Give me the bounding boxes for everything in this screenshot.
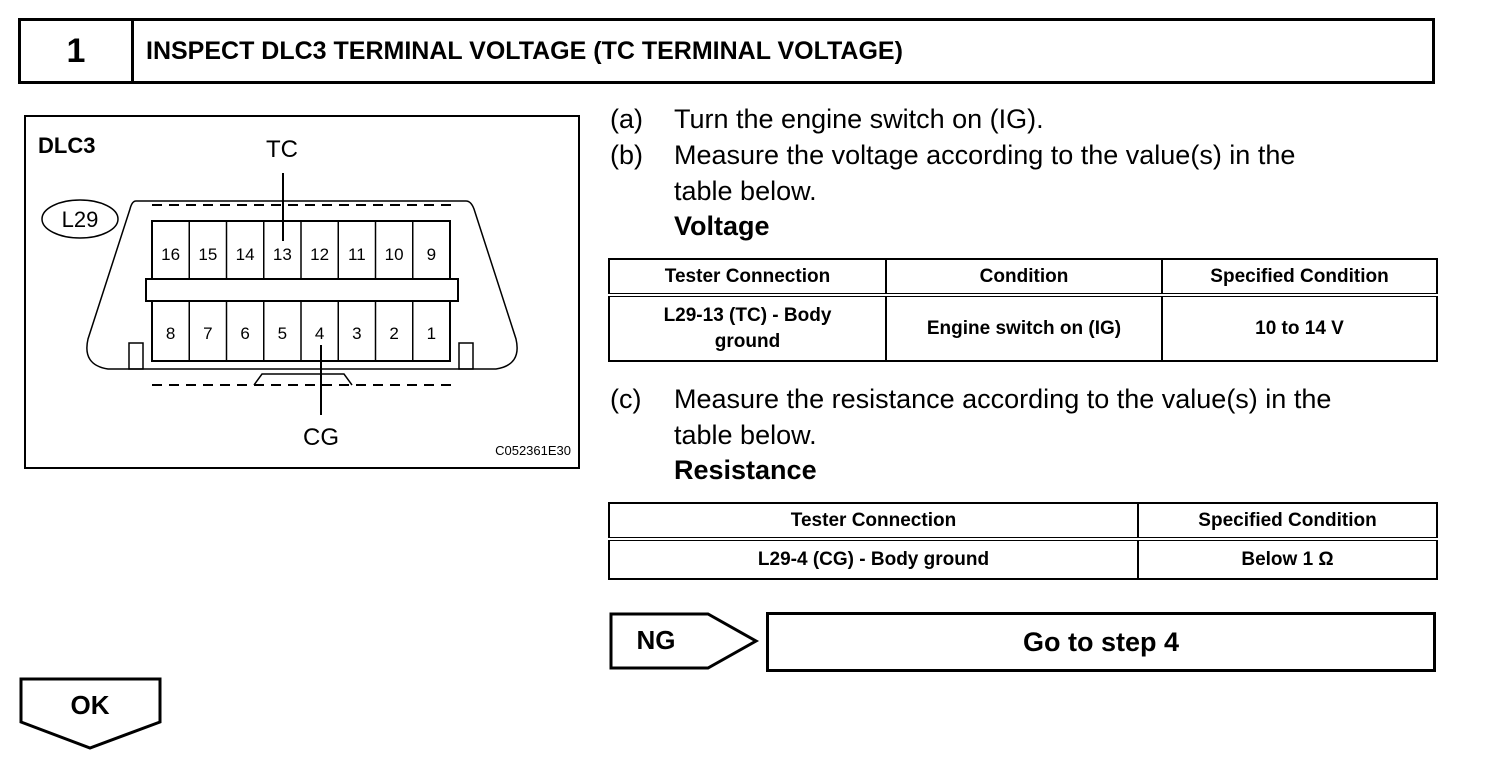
pin-label-11: 11 [348,245,366,264]
pin-labels: 16 15 14 13 12 11 10 9 8 7 6 5 4 3 2 1 [161,245,436,343]
pin-dividers [188,221,414,361]
right-latch [458,342,474,370]
step-number: 1 [21,21,134,81]
pin-label-15: 15 [198,245,217,264]
cg-label: CG [303,424,339,451]
resistance-table: Tester Connection Specified Condition L2… [608,502,1438,580]
table-row: L29-4 (CG) - Body ground Below 1 Ω [608,538,1438,580]
pin-label-5: 5 [278,324,287,343]
step-a-text: Turn the engine switch on (IG). [674,104,1044,134]
pin-label-3: 3 [352,324,361,343]
ok-arrow: OK [18,676,164,757]
ng-label: NG [637,625,676,655]
ok-label: OK [71,690,110,720]
pin-label-2: 2 [389,324,398,343]
step-c-label: (c) [610,384,642,414]
tc-label: TC [266,136,298,163]
center-rib [145,278,459,302]
resistance-spec-cell: Below 1 Ω [1137,538,1438,580]
housing-key [253,373,353,386]
resistance-header-spec: Specified Condition [1137,502,1438,541]
left-latch [128,342,144,370]
connector-id: L29 [62,207,99,232]
step-c-line2: table below. [674,420,817,450]
pin-label-12: 12 [310,245,329,264]
resistance-subhead: Resistance [674,455,817,485]
dlc3-connector-diagram: DLC3 TC L29 16 15 14 13 12 11 10 9 8 7 6 5 4 3 2 1 CG C… [38,133,571,458]
pin-label-16: 16 [161,245,180,264]
ok-arrow-shape: OK [19,677,162,750]
pin-label-14: 14 [236,245,255,264]
table-row: L29-13 (TC) - Body ground Engine switch … [608,294,1438,362]
voltage-header-condition: Condition [885,258,1163,297]
pin-label-9: 9 [427,245,436,264]
pin-label-13: 13 [273,245,292,264]
voltage-header-spec: Specified Condition [1161,258,1438,297]
resistance-connection-cell: L29-4 (CG) - Body ground [608,538,1139,580]
ng-arrow: NG [608,611,760,676]
pin-label-8: 8 [166,324,175,343]
connector-housing [86,200,518,370]
pin-label-10: 10 [385,245,404,264]
goto-step-box: Go to step 4 [766,612,1436,672]
voltage-header-connection: Tester Connection [608,258,887,297]
dlc3-connector-figure: DLC3 TC L29 16 15 14 13 12 11 10 9 8 7 6 5 4 3 2 1 CG C… [24,115,580,469]
pin-label-4: 4 [315,324,324,343]
voltage-subhead: Voltage [674,211,770,241]
step-b-label: (b) [610,140,643,170]
step-a-label: (a) [610,104,643,134]
step-title: INSPECT DLC3 TERMINAL VOLTAGE (TC TERMIN… [146,36,903,65]
voltage-connection-line1: L29-13 (TC) - Body [663,304,832,326]
voltage-spec-cell: 10 to 14 V [1161,294,1438,362]
pin-label-6: 6 [240,324,249,343]
step-b-line2: table below. [674,176,817,206]
pin-label-1: 1 [427,324,436,343]
pin-label-7: 7 [203,324,212,343]
connector-id-ellipse [41,199,119,239]
resistance-header-connection: Tester Connection [608,502,1139,541]
dlc3-label: DLC3 [38,133,95,158]
voltage-connection-line2: ground [714,330,781,352]
voltage-table: Tester Connection Condition Specified Co… [608,258,1438,362]
step-header: 1 INSPECT DLC3 TERMINAL VOLTAGE (TC TERM… [18,18,1435,84]
ng-arrow-shape: NG [609,612,760,670]
voltage-condition-cell: Engine switch on (IG) [885,294,1163,362]
step-c-line1: Measure the resistance according to the … [674,384,1332,414]
voltage-connection-cell: L29-13 (TC) - Body ground [608,294,887,362]
figure-code: C052361E30 [495,443,571,458]
step-b-line1: Measure the voltage according to the val… [674,140,1296,170]
